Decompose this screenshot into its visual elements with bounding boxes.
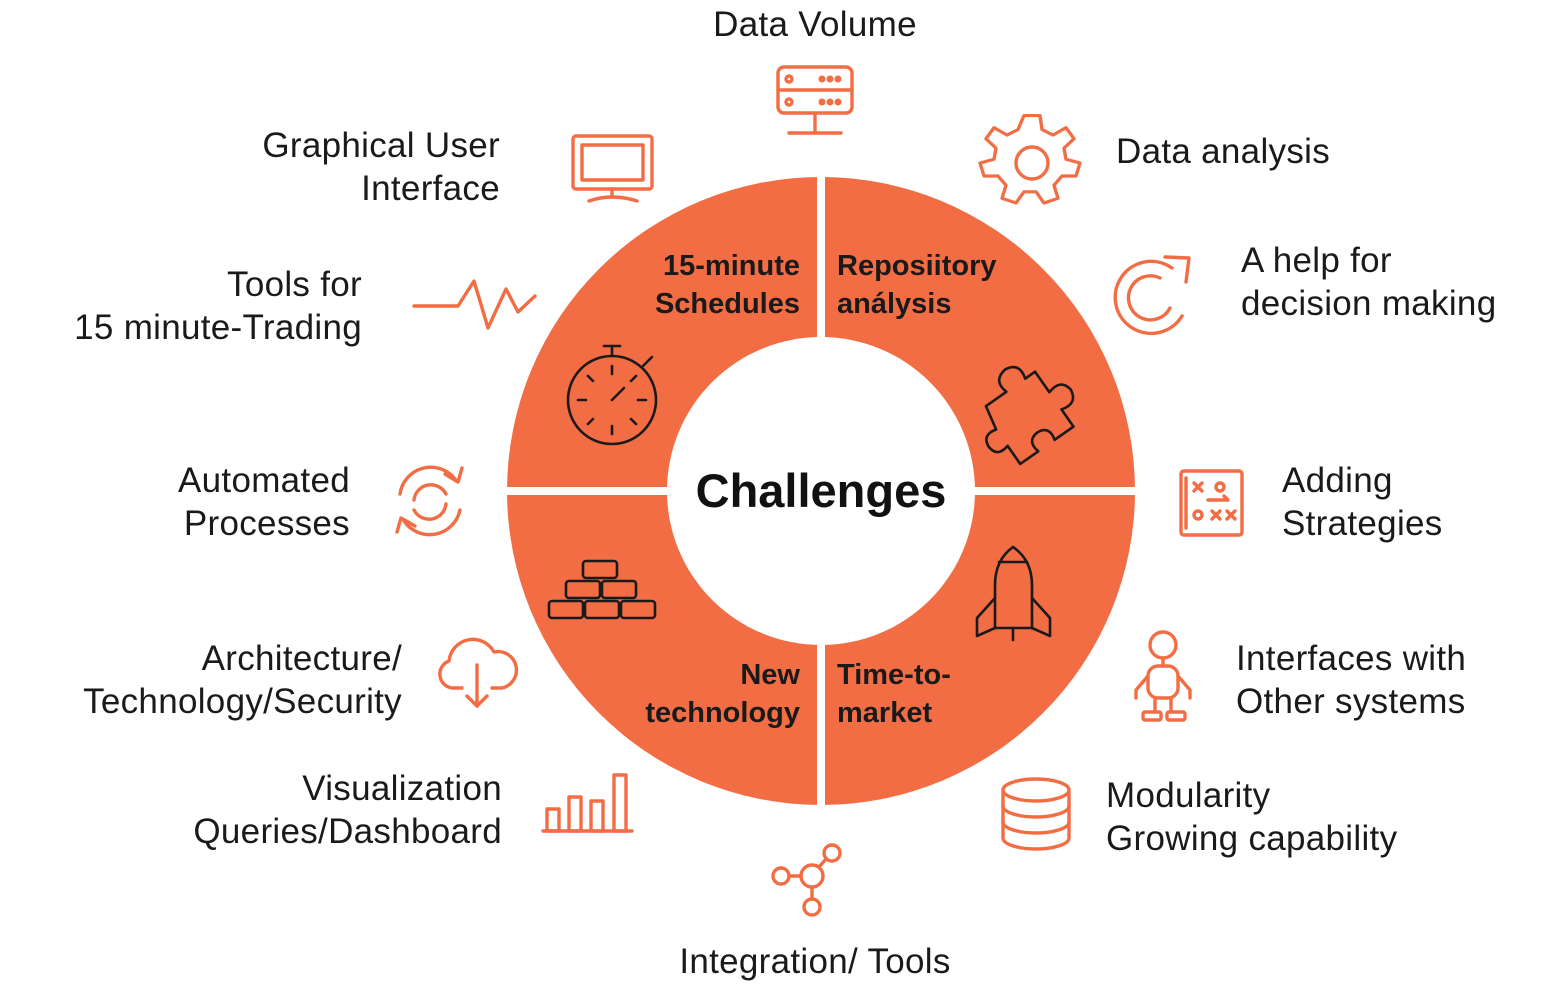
robot-icon bbox=[1134, 630, 1192, 722]
label-decision-making-line2: decision making bbox=[1241, 284, 1496, 323]
label-trading-tools-line2: 15 minute-Trading bbox=[74, 308, 362, 347]
label-automated-line1: Automated bbox=[178, 461, 350, 500]
label-gui-line2: Interface bbox=[361, 169, 500, 208]
label-data-volume: Data Volume bbox=[713, 5, 917, 44]
monitor-icon bbox=[571, 134, 654, 203]
segment-label-line2: technology bbox=[645, 697, 800, 729]
network-nodes-icon bbox=[771, 843, 842, 917]
label-integration: Integration/ Tools bbox=[679, 942, 950, 981]
label-interfaces-line2: Other systems bbox=[1236, 682, 1466, 721]
pulse-line-icon bbox=[412, 279, 537, 330]
refresh-arrow-icon bbox=[1113, 255, 1191, 335]
brick-stack-icon bbox=[547, 559, 657, 620]
segment-label-line2: análysis bbox=[837, 288, 951, 320]
strategy-board-icon bbox=[1179, 469, 1244, 537]
label-decision-making-line1: A help for bbox=[1241, 241, 1392, 280]
label-modularity-line2: Growing capability bbox=[1106, 819, 1398, 858]
gear-icon bbox=[978, 113, 1082, 205]
sync-icon bbox=[395, 465, 464, 537]
segment-top-right: Reposiitory análysis bbox=[837, 250, 997, 320]
segment-label-line2: market bbox=[837, 697, 932, 729]
segment-label-line2: Schedules bbox=[655, 288, 800, 320]
segment-bottom-right: Time-to- market bbox=[837, 659, 951, 729]
puzzle-piece-icon bbox=[984, 365, 1075, 466]
label-gui-line1: Graphical User bbox=[262, 126, 500, 165]
label-data-analysis: Data analysis bbox=[1116, 132, 1330, 171]
label-trading-tools-line1: Tools for bbox=[227, 265, 362, 304]
bar-chart-icon bbox=[541, 773, 634, 833]
challenges-ring bbox=[500, 170, 1143, 813]
segment-top-left: 15-minute Schedules bbox=[655, 250, 800, 320]
center-title: Challenges bbox=[696, 464, 947, 517]
ring-center-hole bbox=[667, 337, 975, 645]
segment-label-line1: 15-minute bbox=[663, 250, 800, 282]
segment-label-line1: New bbox=[740, 659, 800, 691]
label-visualization-line1: Visualization bbox=[302, 769, 502, 808]
label-visualization-line2: Queries/Dashboard bbox=[193, 812, 502, 851]
segment-label-line1: Reposiitory bbox=[837, 250, 997, 282]
segment-bottom-left: New technology bbox=[645, 659, 800, 729]
stopwatch-icon bbox=[566, 344, 658, 446]
cloud-download-icon bbox=[438, 637, 519, 708]
label-modularity-line1: Modularity bbox=[1106, 776, 1271, 815]
label-adding-strategies-line1: Adding bbox=[1282, 461, 1393, 500]
server-icon bbox=[776, 65, 854, 135]
label-adding-strategies-line2: Strategies bbox=[1282, 504, 1443, 543]
label-architecture-line2: Technology/Security bbox=[83, 682, 402, 721]
label-interfaces-line1: Interfaces with bbox=[1236, 639, 1466, 678]
rocket-icon bbox=[975, 545, 1052, 642]
segment-label-line1: Time-to- bbox=[837, 659, 951, 691]
database-icon bbox=[1001, 777, 1071, 851]
label-automated-line2: Processes bbox=[184, 504, 350, 543]
label-architecture-line1: Architecture/ bbox=[202, 639, 402, 678]
